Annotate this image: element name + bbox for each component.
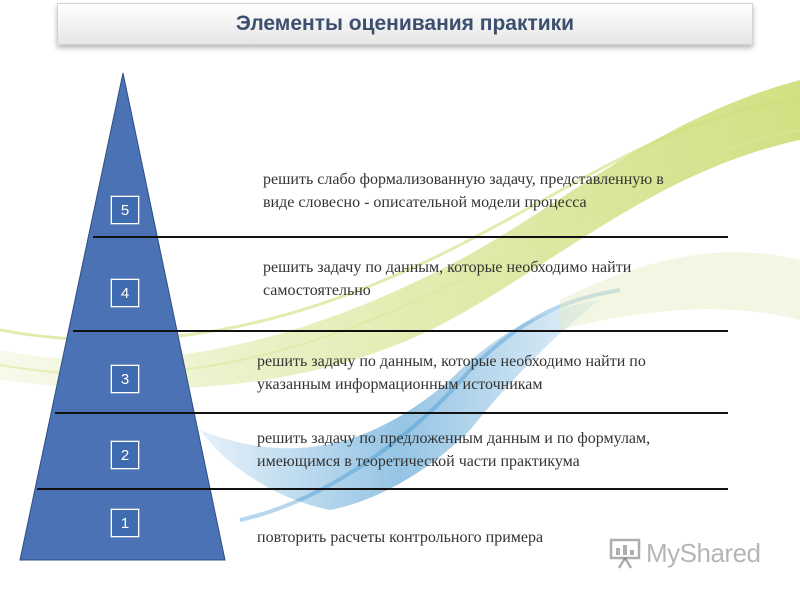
level-1-line1: повторить расчеты контрольного примера bbox=[257, 529, 544, 546]
level-5-description: решить слабо формализованную задачу, пре… bbox=[263, 168, 664, 214]
level-2-badge: 2 bbox=[110, 440, 140, 470]
watermark-logo-text: MyShared bbox=[646, 537, 761, 568]
level-2-description: решить задачу по предложенным данным и п… bbox=[257, 427, 650, 473]
level-5-line1: решить слабо формализованную задачу, пре… bbox=[263, 171, 664, 188]
watermark: MyShared bbox=[608, 533, 761, 573]
level-3-line2: указанным информационным источникам bbox=[257, 376, 543, 393]
level-5-line2: виде словесно - описательной модели проц… bbox=[263, 194, 587, 211]
level-4-description: решить задачу по данным, которые необход… bbox=[263, 256, 631, 302]
level-3-description: решить задачу по данным, которые необход… bbox=[257, 350, 646, 396]
level-4-badge: 4 bbox=[110, 278, 140, 308]
level-2-line2: имеющимся в теоретической части практику… bbox=[257, 453, 580, 470]
level-5-badge: 5 bbox=[110, 195, 140, 225]
level-4-line1: решить задачу по данным, которые необход… bbox=[263, 259, 632, 276]
level-1-badge: 1 bbox=[110, 508, 140, 538]
level-3-badge: 3 bbox=[110, 364, 140, 394]
presentation-board-icon bbox=[609, 538, 641, 569]
level-2-line1: решить задачу по предложенным данным и п… bbox=[257, 430, 651, 447]
title-bar: Элементы оценивания практики bbox=[57, 3, 753, 45]
level-3-line1: решить задачу по данным, которые необход… bbox=[257, 353, 646, 370]
page-title: Элементы оценивания практики bbox=[235, 12, 575, 35]
level-4-line2: самостоятельно bbox=[263, 282, 371, 299]
level-1-description: повторить расчеты контрольного примера bbox=[257, 526, 543, 549]
